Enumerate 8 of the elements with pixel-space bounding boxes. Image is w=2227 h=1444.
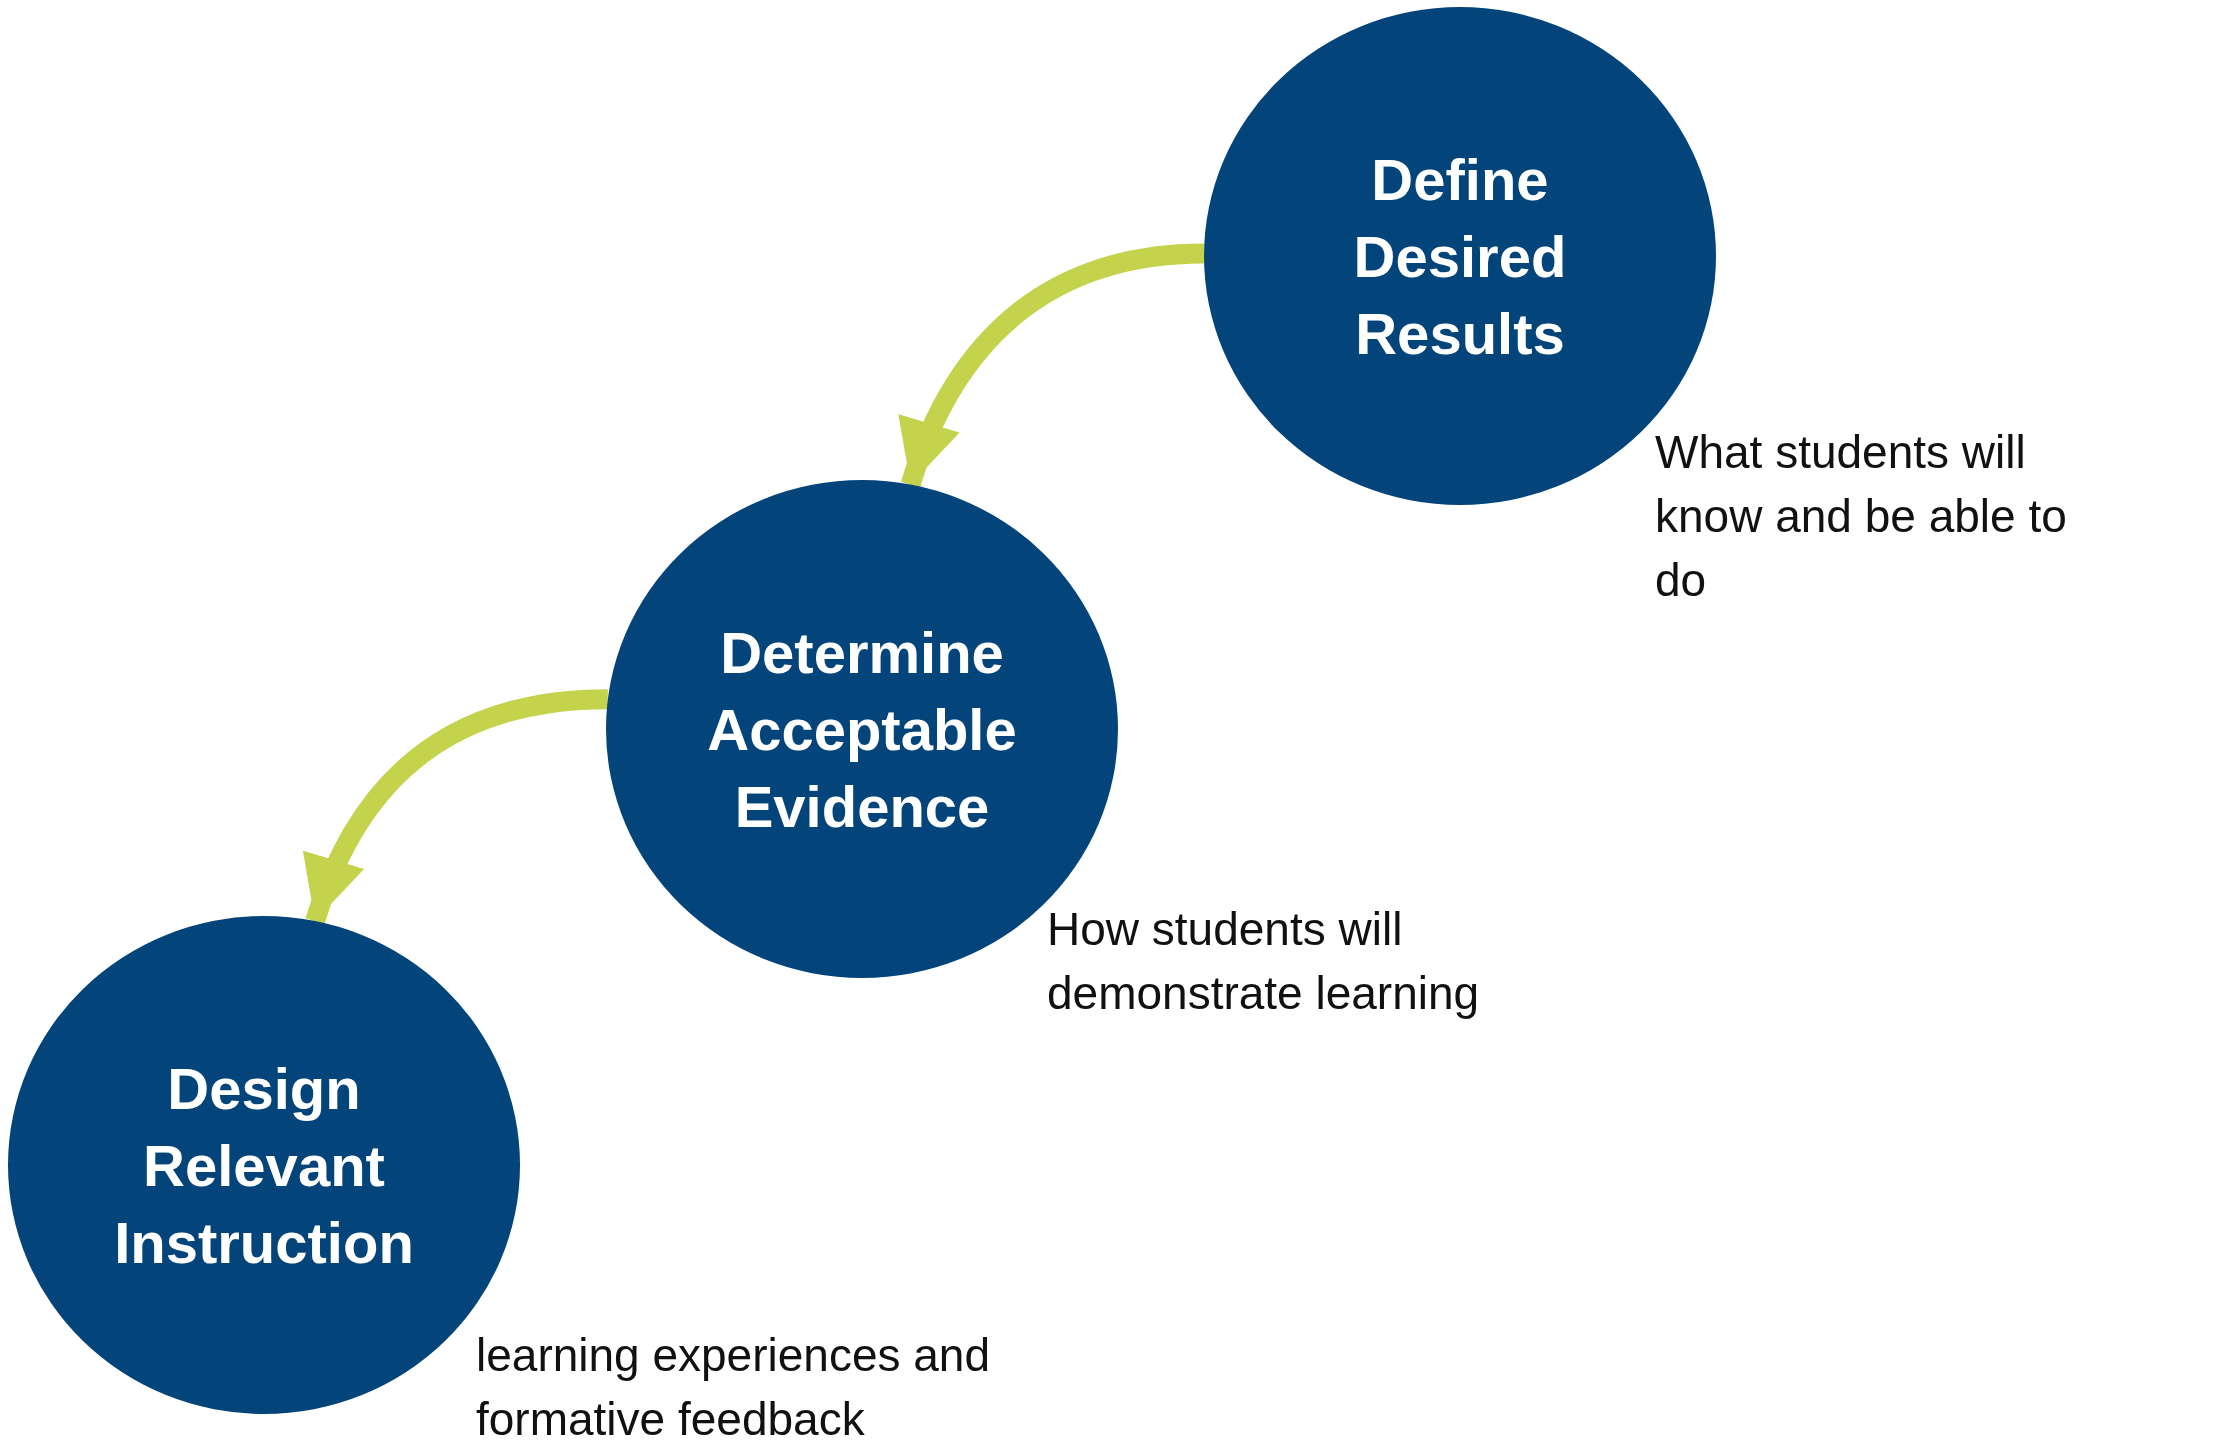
step-title: Determine Acceptable Evidence — [706, 618, 1018, 841]
step-title: Define Desired Results — [1352, 145, 1568, 368]
step-description: learning experiences and formative feedback — [476, 1328, 992, 1444]
step-description: How students will demonstrate learning — [1047, 902, 1481, 1021]
step-title: Design Relevant Instruction — [113, 1054, 415, 1277]
curved-arrow — [305, 689, 609, 925]
curved-arrow — [901, 243, 1205, 488]
step-description: What students will know and be able to do — [1655, 425, 2068, 608]
